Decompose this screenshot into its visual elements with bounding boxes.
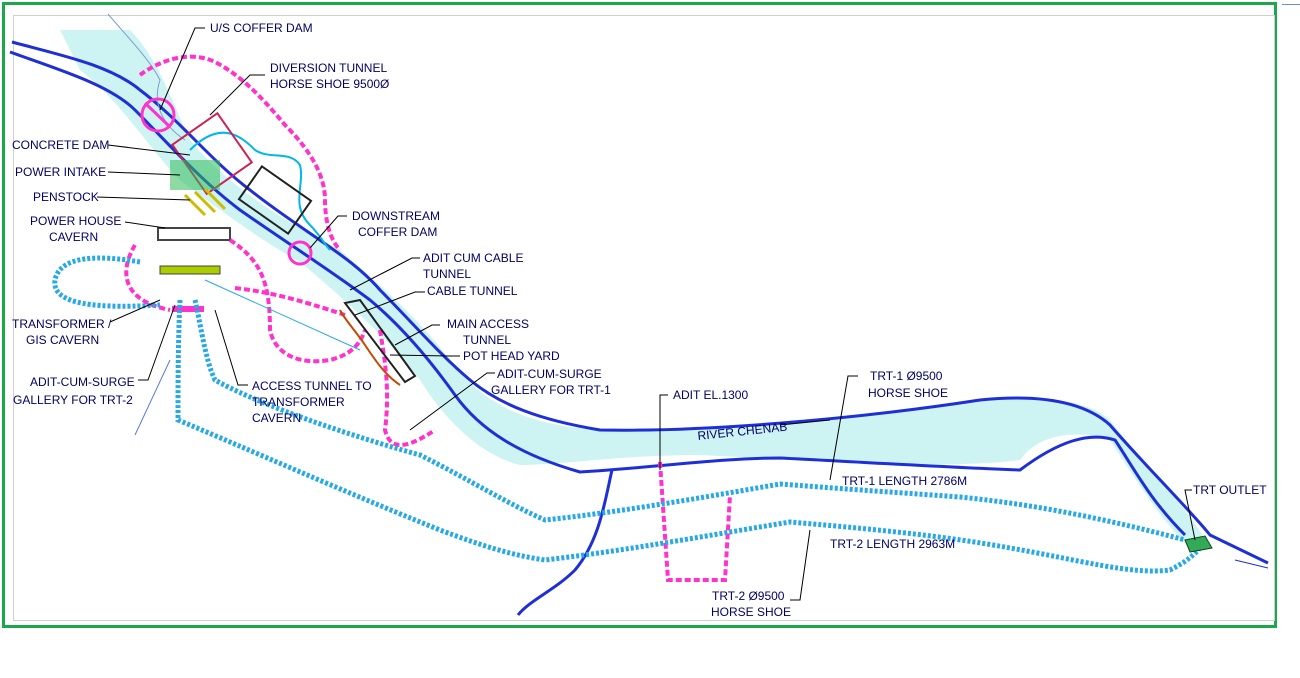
adit-surge-trt2 (124, 243, 171, 312)
corner-mark (1282, 4, 1300, 5)
label-concrete-dam: CONCRETE DAM (12, 138, 109, 152)
label-diversion-tunnel-2: HORSE SHOE 9500Ø (270, 77, 389, 91)
label-diversion-tunnel-1: DIVERSION TUNNEL (270, 61, 387, 75)
label-power-house-2: CAVERN (49, 230, 98, 244)
transformer-cavern-block (159, 265, 221, 275)
label-trt2-length: TRT-2 LENGTH 2963M (830, 537, 955, 551)
downstream-coffer-dam-symbol (287, 240, 313, 266)
label-adit-cable-2: TUNNEL (423, 267, 471, 281)
drawing-frame (2, 2, 1277, 628)
label-trt1-size-1: TRT-1 Ø9500 (870, 369, 943, 383)
label-transformer-2: GIS CAVERN (26, 333, 99, 347)
power-house-cavern-block (157, 227, 231, 241)
reservoir-edge (189, 131, 331, 251)
label-access-tunnel-3: CAVERN (252, 411, 301, 425)
trt-loop (52, 255, 161, 309)
north-pointer (134, 359, 171, 436)
label-adit-surge-trt1-2: GALLERY FOR TRT-1 (491, 383, 611, 397)
label-trt1-size-2: HORSE SHOE (868, 386, 948, 400)
river-south-bank (9, 50, 1187, 537)
gis-link (172, 306, 204, 312)
label-main-access-2: TUNNEL (463, 333, 511, 347)
label-penstock: PENSTOCK (33, 190, 99, 204)
label-power-house-1: POWER HOUSE (30, 214, 121, 228)
trt-outlet-symbol (1184, 535, 1213, 553)
label-access-tunnel-2: TRANSFORMER (252, 395, 345, 409)
cable-route (339, 309, 401, 386)
spillway-block (237, 165, 313, 235)
label-downstream-coffer-2: COFFER DAM (358, 225, 437, 239)
diversion-tunnel (138, 54, 342, 252)
tunnel-axis (204, 279, 361, 351)
label-us-coffer-dam: U/S COFFER DAM (210, 21, 313, 35)
label-adit-cable-1: ADIT CUM CABLE (423, 251, 523, 265)
leader-lines (96, 27, 1196, 601)
label-transformer-1: TRANSFORMER / (12, 317, 112, 331)
trt2-tunnel (175, 299, 1208, 574)
flow-arrow (1234, 559, 1269, 569)
label-trt-outlet: TRT OUTLET (1193, 483, 1267, 497)
us-coffer-dam-cross (143, 101, 172, 129)
label-adit-surge-trt2-1: ADIT-CUM-SURGE (30, 375, 135, 389)
label-access-tunnel-1: ACCESS TUNNEL TO (252, 379, 372, 393)
adit-cable-tunnel (234, 286, 346, 317)
label-main-access-1: MAIN ACCESS (447, 317, 529, 331)
river-north-bank (11, 40, 1269, 565)
label-downstream-coffer-1: DOWNSTREAM (352, 209, 440, 223)
label-trt1-length: TRT-1 LENGTH 2786M (842, 474, 967, 488)
side-stream (516, 469, 614, 616)
main-access-tunnel (343, 298, 417, 384)
adit-el-1300 (658, 461, 732, 582)
label-pot-head-yard: POT HEAD YARD (463, 349, 560, 363)
label-adit-el: ADIT EL.1300 (673, 388, 748, 402)
label-cable-tunnel: CABLE TUNNEL (427, 284, 518, 298)
upstream-shore (107, 13, 186, 141)
label-power-intake: POWER INTAKE (15, 165, 106, 179)
trt1-tunnel (192, 299, 1186, 543)
drawing-inner-border (13, 15, 1275, 621)
label-adit-surge-trt2-2: GALLERY FOR TRT-2 (13, 393, 133, 407)
label-trt2-size-1: TRT-2 Ø9500 (712, 589, 785, 603)
access-tunnel-transformer (228, 238, 367, 364)
river-chenab-water (60, 30, 1205, 548)
us-coffer-dam-symbol (140, 97, 176, 133)
adit-surge-trt1 (378, 329, 437, 447)
label-trt2-size-2: HORSE SHOE (711, 605, 791, 619)
label-adit-surge-trt1-1: ADIT-CUM-SURGE (497, 367, 602, 381)
penstock-lines (183, 187, 227, 217)
